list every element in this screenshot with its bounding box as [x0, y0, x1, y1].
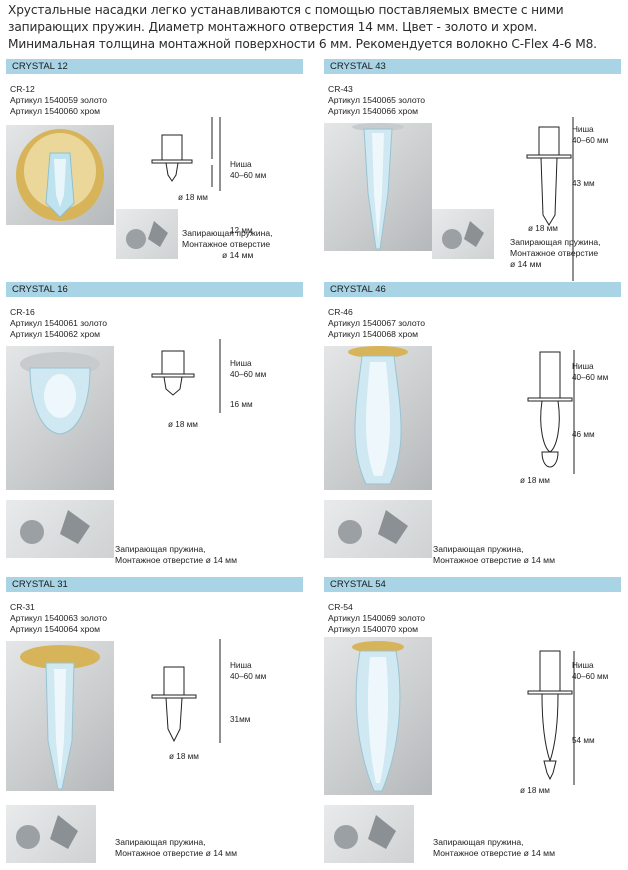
dimension-diagram — [146, 115, 226, 195]
diameter-label: ø 18 мм — [520, 786, 550, 795]
product-title: CRYSTAL 54 — [324, 577, 621, 592]
spring-photo — [6, 500, 114, 558]
length-label: 54 мм — [572, 736, 595, 745]
length-label: 46 мм — [572, 430, 595, 439]
length-label: 43 мм — [572, 179, 595, 188]
niche-label: Ниша — [230, 359, 252, 368]
product-crystal-31: CRYSTAL 31 CR-31 Артикул 1540063 золото … — [6, 577, 303, 863]
product-title: CRYSTAL 12 — [6, 59, 303, 74]
article-gold: Артикул 1540063 золото — [10, 613, 108, 623]
product-photo — [324, 123, 432, 251]
spring-caption-3: ø 14 мм — [222, 250, 254, 260]
spring-photo — [6, 805, 96, 863]
product-photo — [6, 125, 114, 225]
spring-caption-1: Запирающая пружина, — [433, 837, 524, 847]
product-code: CR-31 — [10, 602, 35, 612]
dimension-diagram — [519, 115, 579, 285]
niche-range: 40–60 мм — [230, 672, 267, 681]
spring-caption-2: Монтажное отверстие ø 14 мм — [115, 848, 237, 858]
niche-range: 40–60 мм — [572, 672, 609, 681]
article-chrome: Артикул 1540060 хром — [10, 106, 101, 116]
dimension-diagram — [520, 649, 580, 789]
product-photo — [6, 641, 114, 791]
niche-label: Ниша — [230, 661, 252, 670]
niche-label: Ниша — [230, 160, 252, 169]
spring-caption-1: Запирающая пружина, — [115, 837, 206, 847]
diameter-label: ø 18 мм — [168, 420, 198, 429]
article-chrome: Артикул 1540066 хром — [328, 106, 419, 116]
product-title: CRYSTAL 31 — [6, 577, 303, 592]
spring-photo — [324, 805, 414, 863]
article-gold: Артикул 1540059 золото — [10, 95, 108, 105]
diameter-label: ø 18 мм — [169, 752, 199, 761]
product-title: CRYSTAL 43 — [324, 59, 621, 74]
article-gold: Артикул 1540065 золото — [328, 95, 426, 105]
niche-range: 40–60 мм — [230, 370, 267, 379]
spring-caption-2: Монтажное отверстие — [510, 248, 599, 258]
article-gold: Артикул 1540069 золото — [328, 613, 426, 623]
article-chrome: Артикул 1540064 хром — [10, 624, 101, 634]
diameter-label: ø 18 мм — [520, 476, 550, 485]
spring-caption-1: Запирающая пружина, — [433, 544, 524, 554]
spring-caption-1: Запирающая пружина, — [510, 237, 601, 247]
niche-range: 40–60 мм — [572, 136, 609, 145]
spring-caption-1: Запирающая пружина, — [182, 228, 273, 238]
spring-caption-2: Монтажное отверстие ø 14 мм — [433, 848, 555, 858]
diameter-label: ø 18 мм — [178, 193, 208, 202]
product-code: CR-12 — [10, 84, 35, 94]
spring-photo — [324, 500, 432, 558]
product-crystal-46: CRYSTAL 46 CR-46 Артикул 1540067 золото … — [324, 282, 621, 565]
dimension-diagram — [520, 348, 580, 478]
spring-photo — [432, 209, 494, 259]
product-code: CR-54 — [328, 602, 353, 612]
product-code: CR-43 — [328, 84, 353, 94]
product-title: CRYSTAL 16 — [6, 282, 303, 297]
spring-caption-3: ø 14 мм — [510, 259, 542, 269]
product-crystal-43: CRYSTAL 43 CR-43 Артикул 1540065 золото … — [324, 59, 621, 309]
product-photo — [324, 637, 432, 795]
article-chrome: Артикул 1540062 хром — [10, 329, 101, 339]
product-photo — [6, 346, 114, 490]
product-code: CR-46 — [328, 307, 353, 317]
product-crystal-12: CRYSTAL 12 CR-12 Артикул 1540059 золото … — [6, 59, 303, 309]
article-chrome: Артикул 1540068 хром — [328, 329, 419, 339]
diameter-label: ø 18 мм — [528, 224, 558, 233]
spring-caption-2: Монтажное отверстие ø 14 мм — [433, 555, 555, 565]
niche-range: 40–60 мм — [572, 373, 609, 382]
length-label: 12 мм — [230, 226, 253, 235]
product-title: CRYSTAL 46 — [324, 282, 621, 297]
niche-range: 40–60 мм — [230, 171, 267, 180]
dimension-diagram — [146, 337, 226, 417]
intro-paragraph: Хрустальные насадки легко устанавливаютс… — [8, 3, 597, 51]
article-chrome: Артикул 1540070 хром — [328, 624, 419, 634]
article-gold: Артикул 1540067 золото — [328, 318, 426, 328]
product-code: CR-16 — [10, 307, 35, 317]
length-label: 31мм — [230, 715, 251, 724]
spring-caption-1: Запирающая пружина, — [115, 544, 206, 554]
product-crystal-54: CRYSTAL 54 CR-54 Артикул 1540069 золото … — [324, 577, 621, 863]
product-photo — [324, 346, 432, 490]
spring-caption-2: Монтажное отверстие — [182, 239, 271, 249]
niche-label: Ниша — [572, 362, 594, 371]
niche-label: Ниша — [572, 125, 594, 134]
length-label: 16 мм — [230, 400, 253, 409]
dimension-diagram — [146, 637, 226, 747]
niche-label: Ниша — [572, 661, 594, 670]
article-gold: Артикул 1540061 золото — [10, 318, 108, 328]
spring-photo — [116, 209, 178, 259]
product-crystal-16: CRYSTAL 16 CR-16 Артикул 1540061 золото … — [6, 282, 303, 565]
spring-caption-2: Монтажное отверстие ø 14 мм — [115, 555, 237, 565]
